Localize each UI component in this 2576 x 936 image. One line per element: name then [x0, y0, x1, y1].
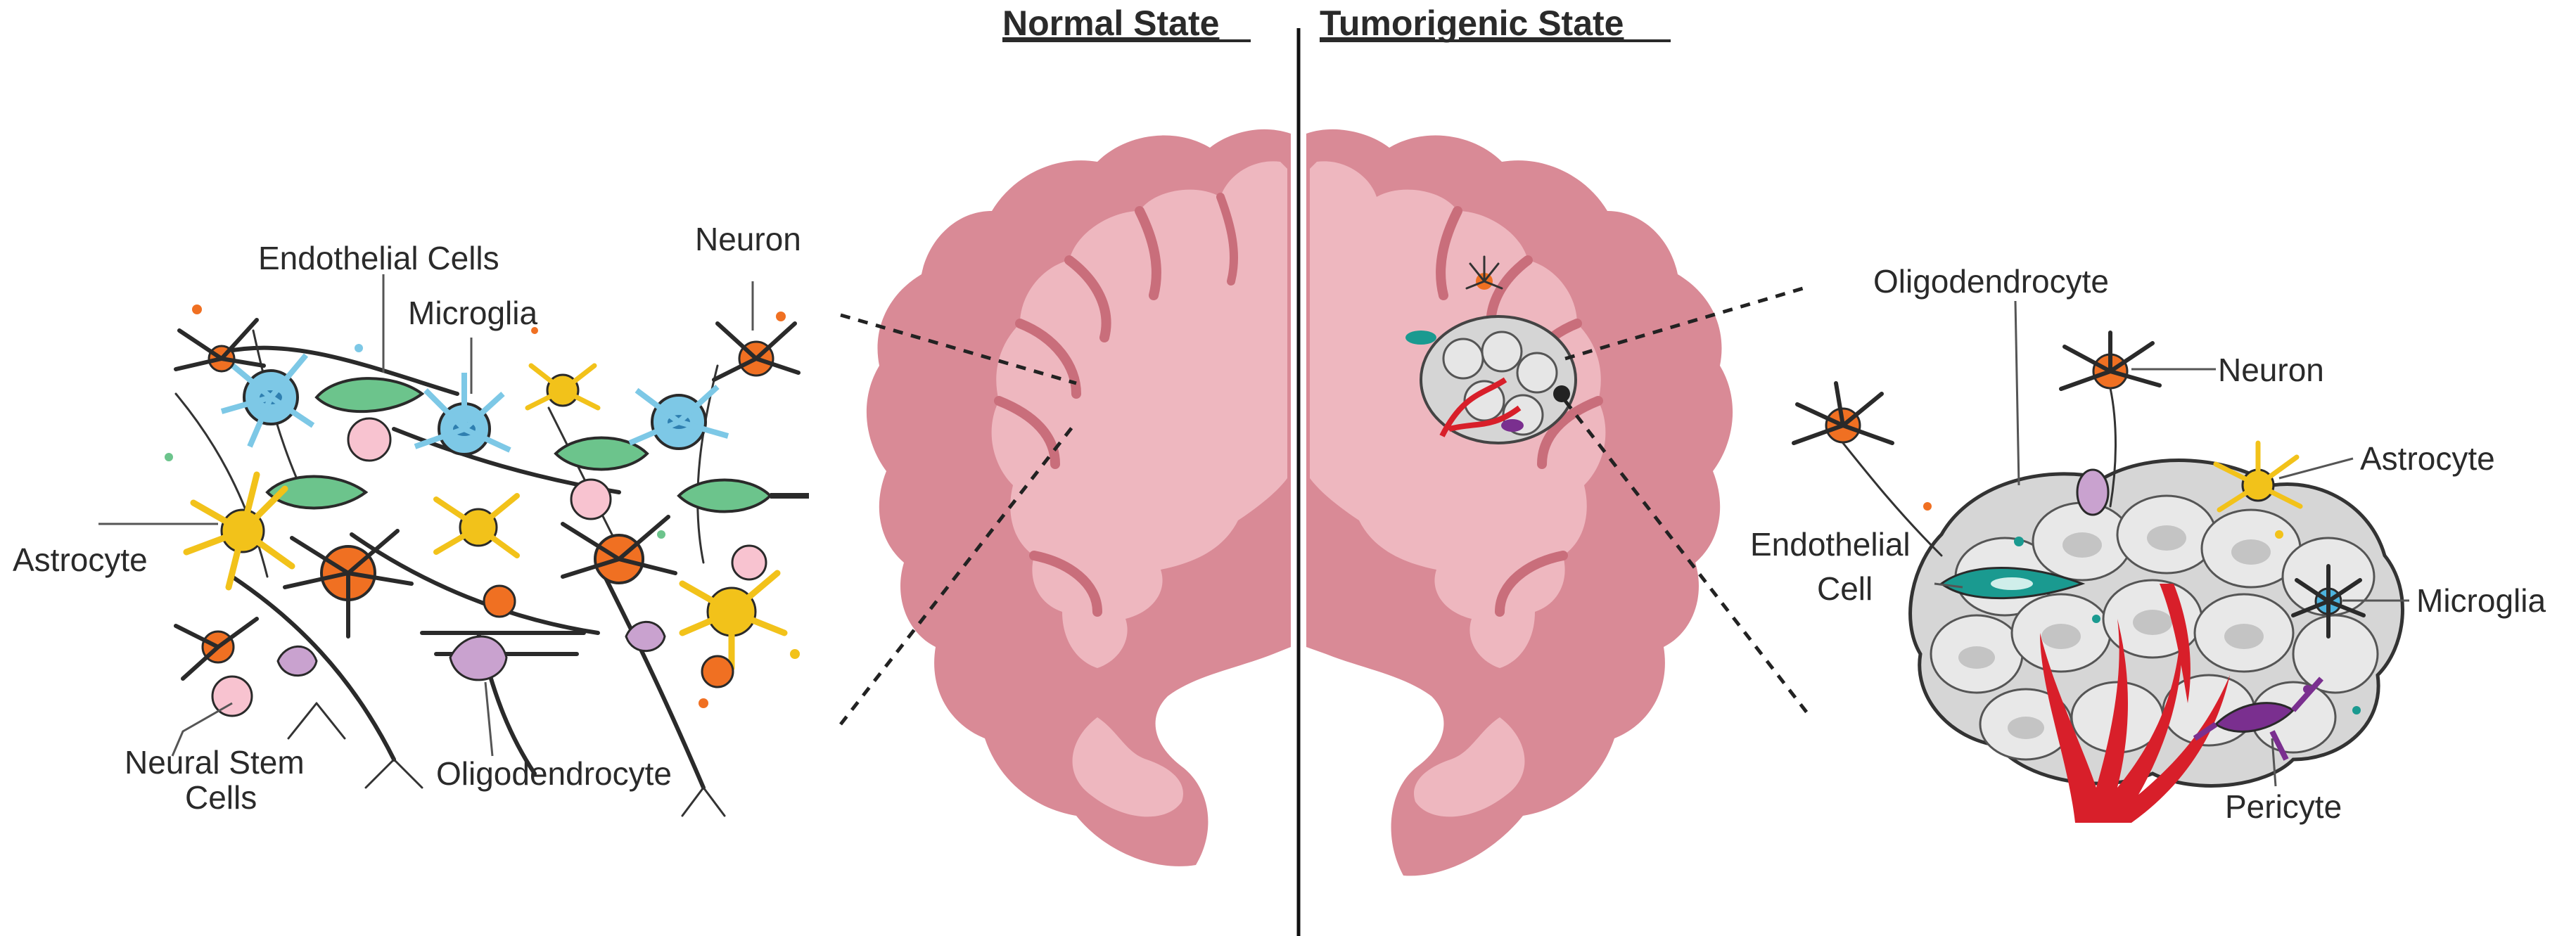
zoom-line-right-bottom	[1564, 399, 1809, 715]
label-endothelial-line2: Cell	[1817, 570, 1873, 607]
tumor-microenvironment	[1792, 331, 2404, 823]
astrocyte-cell	[183, 363, 788, 672]
zoom-line-left-top	[840, 313, 1077, 385]
label-astrocyte-left: Astrocyte	[13, 541, 148, 578]
brain-left-hemisphere	[866, 129, 1291, 866]
zoom-line-left-bottom	[839, 421, 1078, 726]
tumor-endothelial-cell	[1939, 567, 2086, 600]
label-oligodendrocyte-left: Oligodendrocyte	[436, 755, 672, 792]
zoom-line-right-top	[1564, 285, 1809, 361]
header-normal-state: Normal State	[1002, 4, 1219, 43]
pericyte-cell	[2193, 677, 2323, 761]
label-pericyte: Pericyte	[2225, 788, 2342, 825]
tumor-microglia-cell	[2291, 564, 2366, 639]
label-neural-stem-line1: Neural Stem	[125, 744, 305, 781]
label-microglia-left: Microglia	[408, 295, 537, 331]
oligodendrocyte-cell	[276, 620, 666, 681]
label-oligodendrocyte-right: Oligodendrocyte	[1873, 263, 2109, 300]
label-neuron-left: Neuron	[695, 221, 801, 257]
scattered-particles	[165, 304, 800, 708]
normal-cell-network	[165, 304, 809, 817]
brain-right-hemisphere	[1306, 129, 1733, 876]
label-astrocyte-right: Astrocyte	[2360, 440, 2495, 477]
blood-vessel	[2040, 584, 2230, 823]
neural-stem-cell	[211, 417, 767, 717]
label-endothelial-line1: Endothelial	[1750, 526, 1911, 563]
tumor-astrocyte-cell	[2213, 440, 2303, 513]
label-endothelial-cells: Endothelial Cells	[258, 240, 499, 276]
endothelial-cell	[265, 377, 809, 513]
tumor-neuron-cell	[1792, 331, 2162, 557]
tumor-mass-small	[1405, 255, 1577, 444]
header-tumorigenic-state: Tumorigenic State	[1320, 4, 1624, 43]
tumor-particles	[1923, 502, 2361, 714]
microglia-cell	[220, 353, 729, 456]
tumor-oligodendrocyte-cell	[2076, 468, 2110, 516]
neuron-cell	[174, 318, 801, 688]
label-neuron-right: Neuron	[2218, 352, 2324, 388]
label-microglia-right: Microglia	[2416, 582, 2546, 619]
label-neural-stem-line2: Cells	[185, 779, 257, 816]
